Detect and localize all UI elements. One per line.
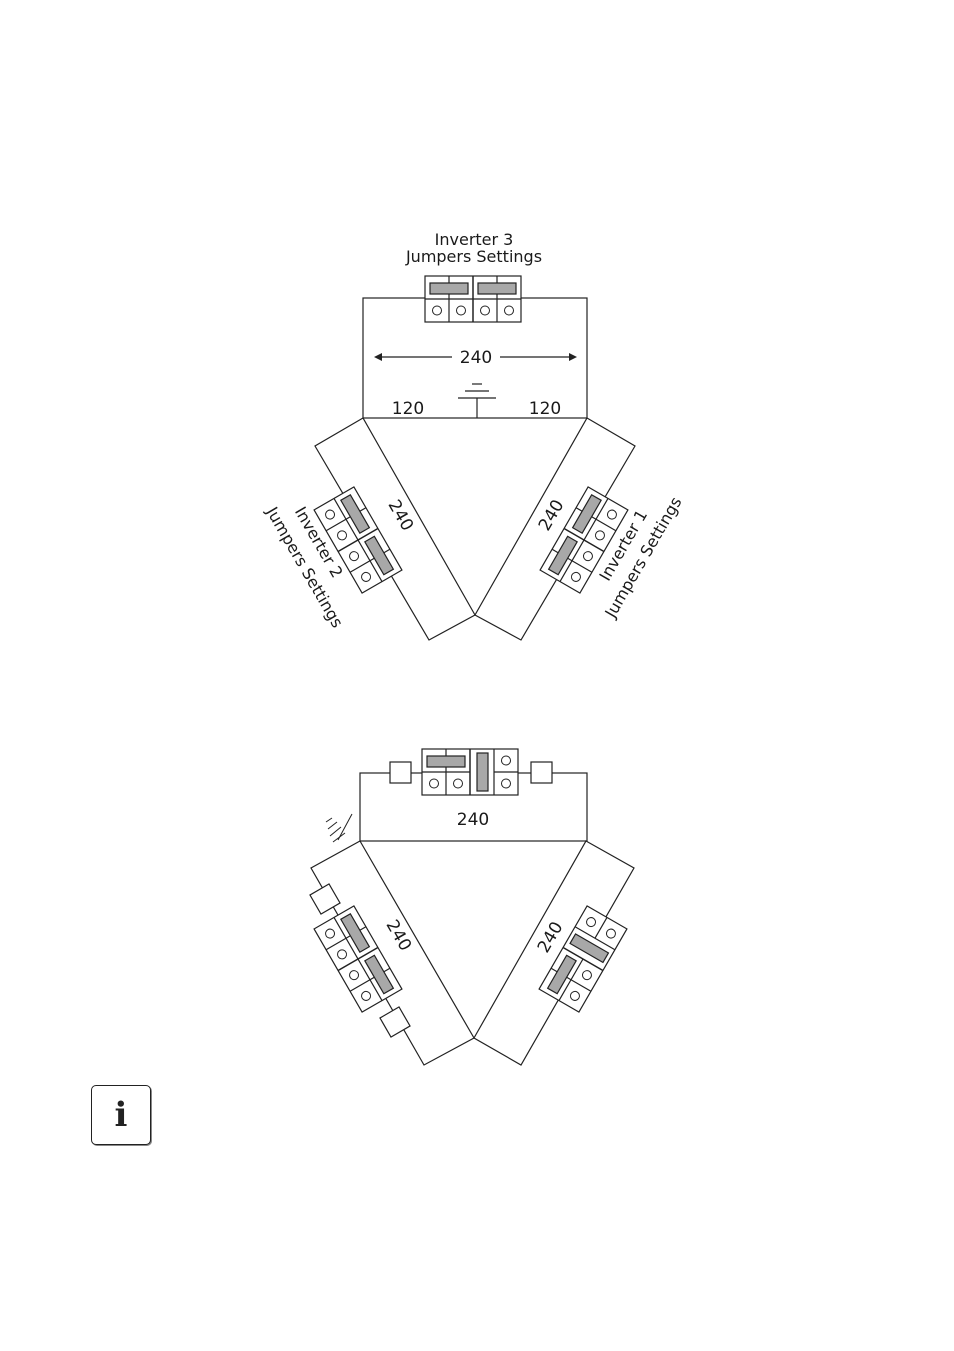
bottom-right-panel — [473, 840, 635, 1066]
voltage-right-half: 120 — [529, 399, 561, 419]
inverter3-label-line1: Inverter 3 — [435, 230, 514, 249]
hatch-ground-icon — [325, 813, 353, 843]
bottom-voltage-left-leg: 240 — [382, 916, 416, 954]
bottom-voltage-top: 240 — [457, 810, 489, 830]
arrowhead-left — [374, 353, 382, 361]
bottom-left-panel — [310, 840, 475, 1066]
inverter2-panel — [314, 417, 476, 641]
arrowhead-right — [569, 353, 577, 361]
inverter3-label-line2: Jumpers Settings — [405, 247, 542, 266]
diagram-top: Inverter 3 Jumpers Settings 240 120 120 … — [262, 230, 685, 641]
voltage-left-leg: 240 — [384, 496, 418, 534]
inverter3-jumper-block — [424, 275, 522, 323]
terminal-left-lower — [379, 1006, 411, 1038]
info-glyph: i — [114, 1095, 128, 1135]
terminal-left-upper — [309, 883, 341, 915]
bottom-top-jumper-block — [421, 748, 519, 796]
inverter1-panel — [474, 417, 636, 641]
terminal-right — [530, 761, 553, 784]
info-icon: i — [91, 1085, 151, 1145]
voltage-left-half: 120 — [392, 399, 424, 419]
diagram-bottom: 240 240 240 — [309, 748, 635, 1066]
voltage-span-top: 240 — [460, 348, 492, 368]
terminal-left — [389, 761, 412, 784]
ground-symbol-icon — [458, 383, 496, 418]
